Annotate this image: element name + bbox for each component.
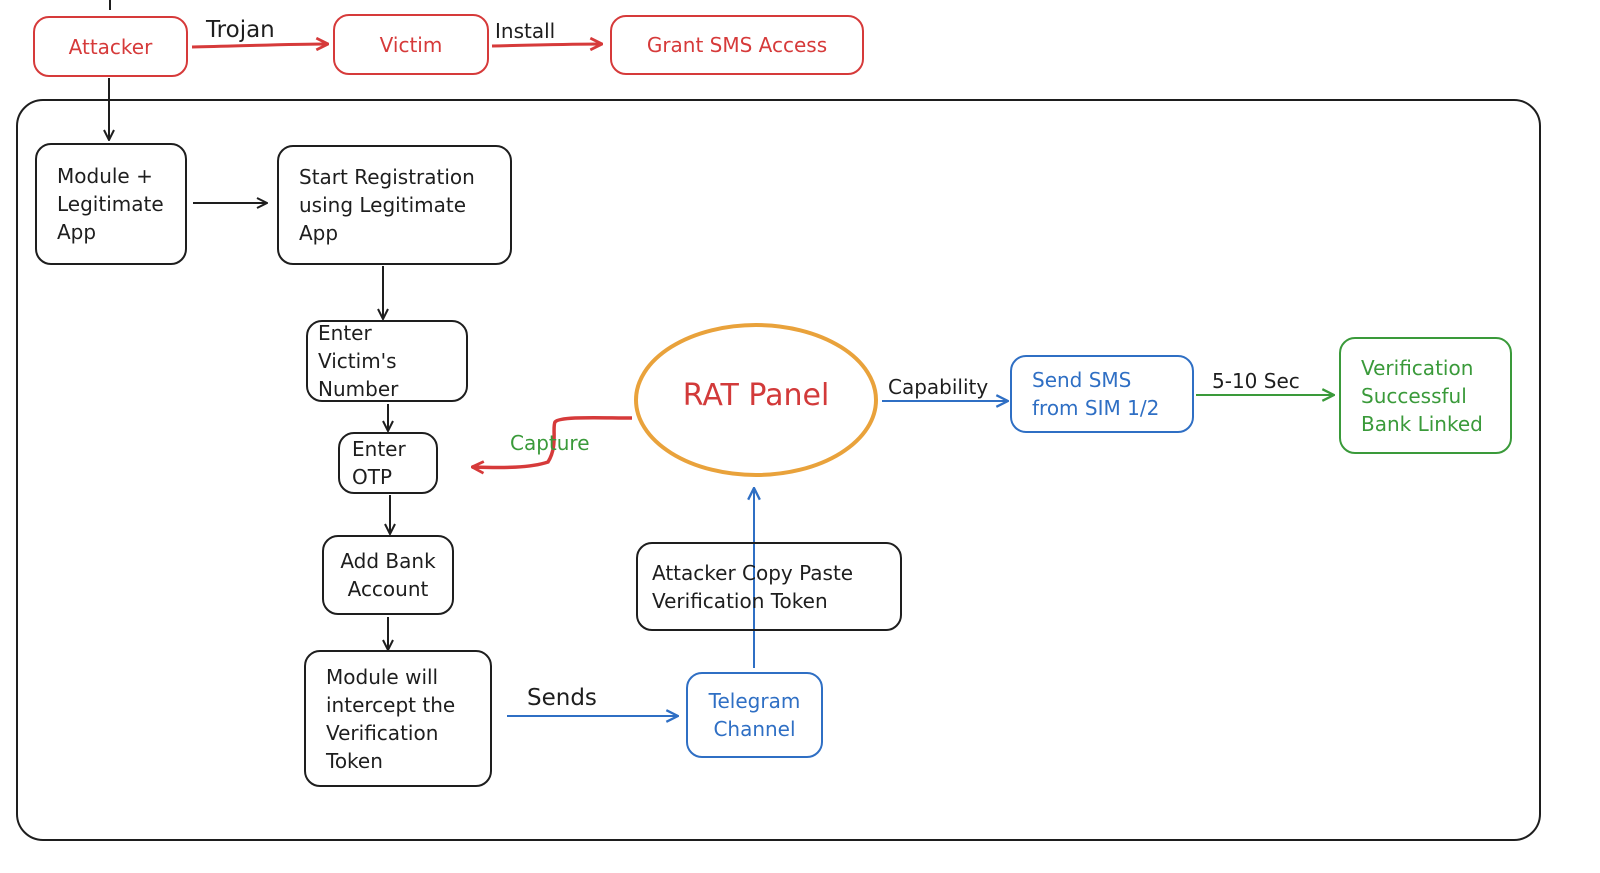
capture-arrow: [472, 415, 633, 468]
grant-sms-node: Grant SMS Access: [610, 15, 864, 75]
start-registration-node: Start Registration using Legitimate App: [277, 145, 512, 265]
enter-otp-node: Enter OTP: [338, 432, 438, 494]
add-bank-node: Add Bank Account: [322, 535, 454, 615]
copy-paste-node: Attacker Copy Paste Verification Token: [636, 542, 902, 631]
attacker-node: Attacker: [33, 16, 188, 77]
trojan-arrow: [191, 44, 328, 47]
module-app-node: Module + Legitimate App: [35, 143, 187, 265]
sends-label: Sends: [527, 685, 597, 711]
rat-panel-ellipse: [634, 323, 878, 477]
trojan-label: Trojan: [206, 17, 275, 43]
rat-panel-label: RAT Panel: [682, 378, 830, 413]
capture-label: Capture: [510, 431, 590, 455]
telegram-node: Telegram Channel: [686, 672, 823, 758]
module-intercept-node: Module will intercept the Verification T…: [304, 650, 492, 787]
enter-number-node: Enter Victim's Number: [306, 320, 468, 402]
install-arrow: [491, 44, 602, 46]
capability-label: Capability: [888, 375, 989, 399]
outer-container: [16, 99, 1541, 841]
send-sms-node: Send SMS from SIM 1/2: [1010, 355, 1194, 433]
victim-node: Victim: [333, 14, 489, 75]
install-label: Install: [495, 19, 556, 43]
verification-node: Verification Successful Bank Linked: [1339, 337, 1512, 454]
delay-label: 5-10 Sec: [1212, 369, 1300, 393]
